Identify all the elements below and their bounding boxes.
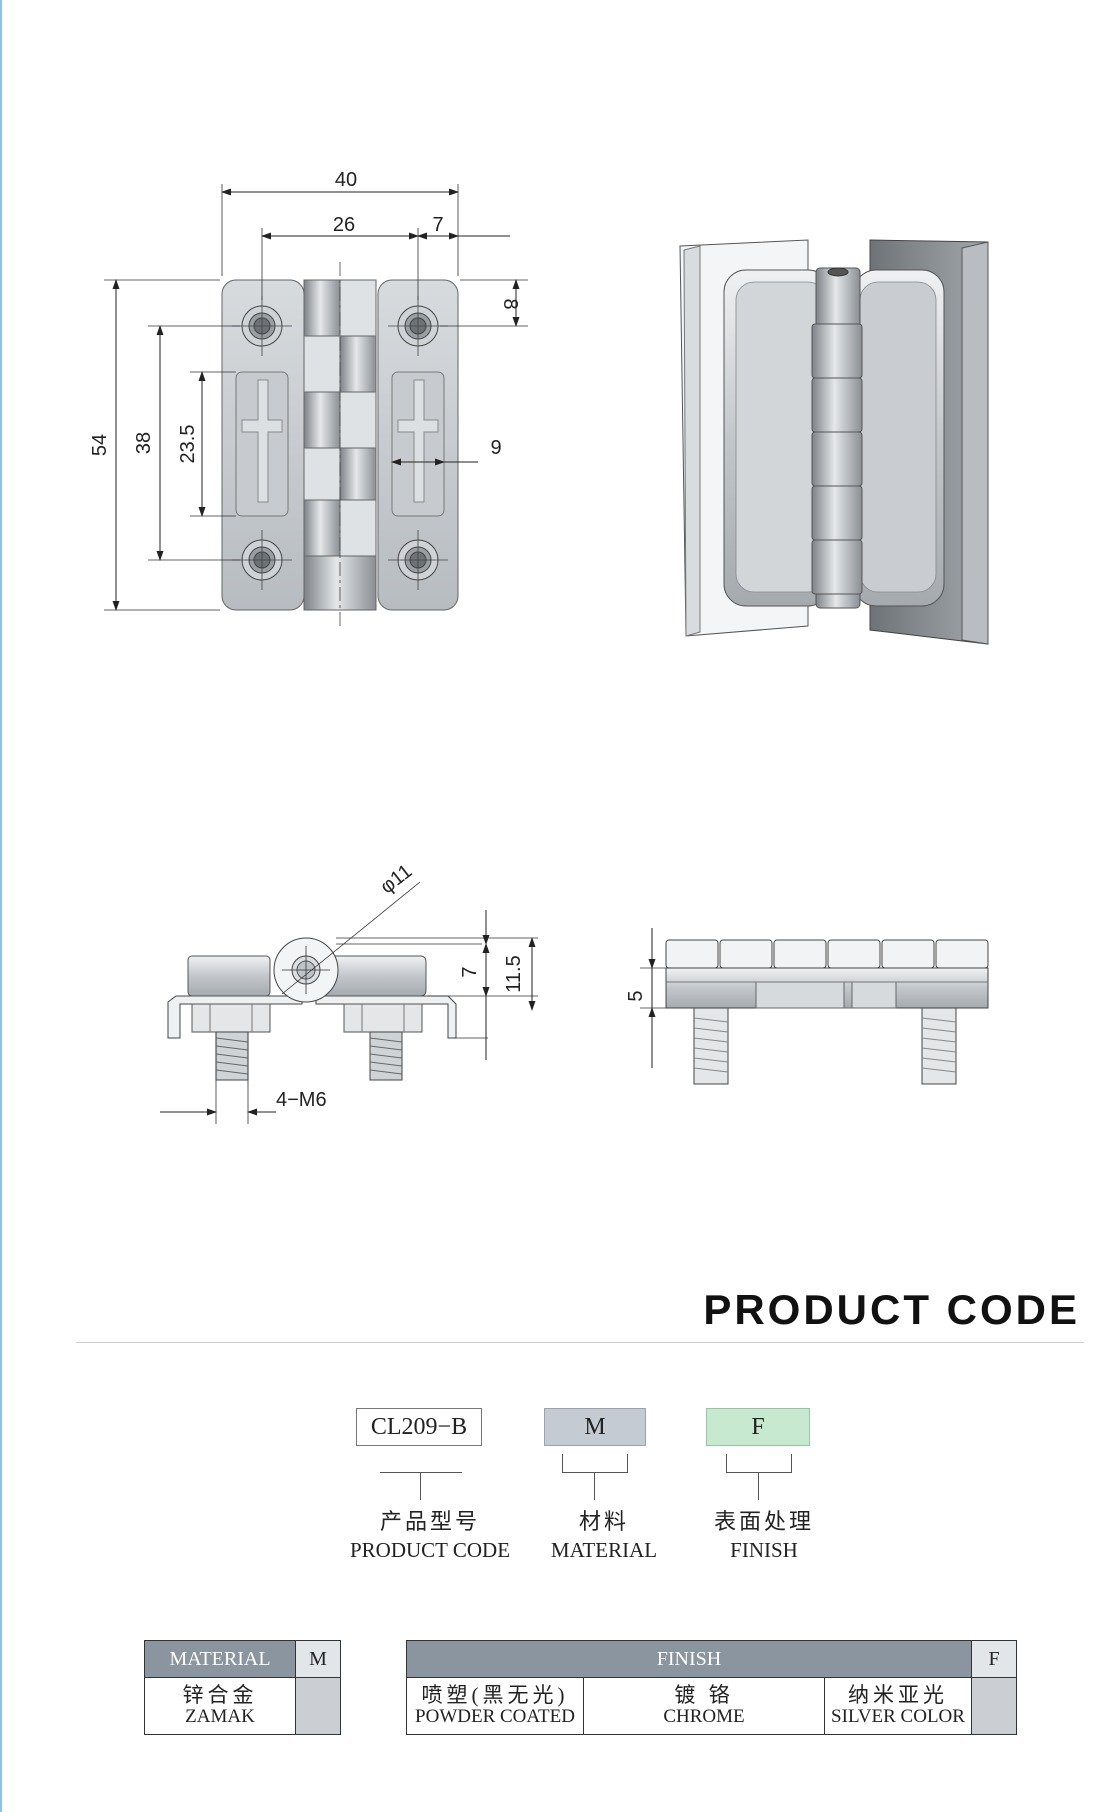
finish-table: FINISH F 喷塑(黑无光) POWDER COATED 镀 铬 CHROM… [406, 1640, 1017, 1735]
label-finish-en: FINISH [730, 1538, 798, 1562]
material-table: MATERIAL M 锌合金 ZAMAK [144, 1640, 341, 1735]
finish-table-header: FINISH [406, 1640, 972, 1678]
material-code-box: M [544, 1408, 646, 1446]
label-product-code-cn: 产品型号 [379, 1509, 480, 1534]
heading-divider [76, 1342, 1084, 1343]
finish-code-box: F [706, 1408, 810, 1446]
material-table-header: MATERIAL [144, 1640, 296, 1678]
product-code-heading: PRODUCT CODE [703, 1286, 1080, 1333]
label-material-en: MATERIAL [550, 1538, 658, 1562]
finish-table-code: F [971, 1640, 1017, 1678]
end-view [640, 928, 989, 1085]
finish-bracket [726, 1454, 792, 1473]
finish-option-powder-coated: 喷塑(黑无光) POWDER COATED [406, 1677, 584, 1735]
dim-hole-spacing-y: 38 [133, 432, 155, 454]
finish-option-en: POWDER COATED [415, 1706, 575, 1727]
material-table-code: M [295, 1640, 341, 1678]
dim-thread: 4−M6 [276, 1089, 327, 1111]
dim-base-thickness: 5 [625, 990, 647, 1001]
label-material: 材料 MATERIAL [524, 1504, 684, 1563]
label-finish-cn: 表面处理 [713, 1509, 814, 1534]
technical-drawings: 40 26 7 8 54 38 23.5 9 [89, 169, 989, 1124]
dim-width-total: 40 [335, 169, 357, 191]
side-view [160, 881, 538, 1124]
label-product-code: 产品型号 PRODUCT CODE [330, 1504, 530, 1563]
finish-option-silver-color: 纳米亚光 SILVER COLOR [824, 1677, 972, 1735]
code-connector-stem [420, 1472, 421, 1500]
material-code-cell [295, 1677, 341, 1735]
material-connector-stem [594, 1472, 595, 1500]
finish-option-cn: 纳米亚光 [848, 1683, 948, 1707]
finish-option-en: CHROME [663, 1706, 745, 1727]
dim-leaf-thickness: 7 [459, 966, 481, 977]
code-connector-line [380, 1472, 462, 1473]
perspective-view [679, 239, 989, 645]
front-view [104, 184, 528, 628]
finish-option-cn: 喷塑(黑无光) [421, 1683, 569, 1707]
finish-option-chrome: 镀 铬 CHROME [583, 1677, 825, 1735]
dim-knuckle-height: 11.5 [503, 955, 525, 992]
material-option-en: ZAMAK [185, 1706, 255, 1727]
dim-hole-spacing-x: 26 [333, 214, 355, 236]
front-view-dimensions: 40 26 7 8 54 38 23.5 9 [89, 169, 521, 463]
finish-option-en: SILVER COLOR [831, 1706, 965, 1727]
dim-hole-offset-y: 8 [499, 298, 521, 309]
finish-connector-stem [758, 1472, 759, 1500]
finish-option-cn: 镀 铬 [674, 1683, 734, 1707]
label-finish: 表面处理 FINISH [684, 1504, 844, 1563]
finish-code-cell [971, 1677, 1017, 1735]
material-option-zamak: 锌合金 ZAMAK [144, 1677, 296, 1735]
dim-hole-offset-x: 7 [432, 214, 443, 236]
material-bracket [562, 1454, 628, 1473]
label-material-cn: 材料 [578, 1509, 629, 1534]
dim-slot-length: 23.5 [177, 425, 199, 464]
material-option-cn: 锌合金 [182, 1683, 258, 1707]
product-code-box: CL209−B [356, 1408, 482, 1446]
dim-height-total: 54 [89, 434, 111, 456]
dim-pin-diameter: φ11 [376, 860, 416, 898]
page-left-rule [0, 0, 2, 1812]
dim-slot-width: 9 [490, 437, 501, 459]
end-view-dimensions: 5 [625, 990, 647, 1001]
label-product-code-en: PRODUCT CODE [349, 1538, 511, 1562]
